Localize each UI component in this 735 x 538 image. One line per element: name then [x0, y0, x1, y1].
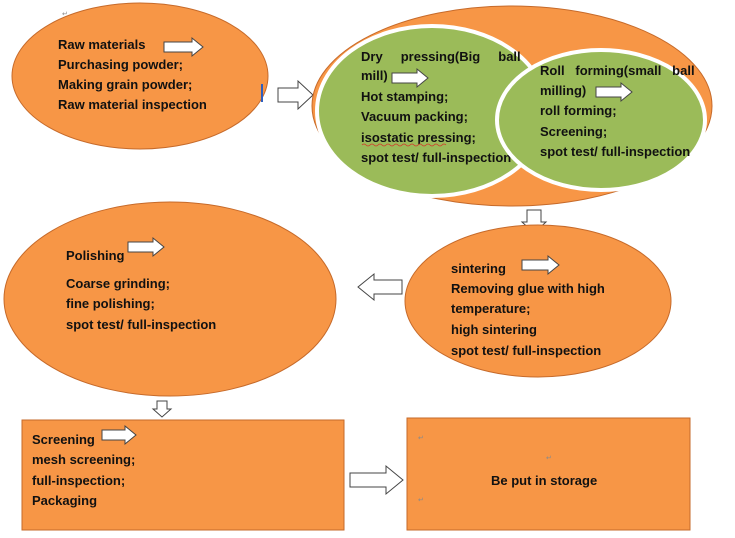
dry-pressing-line-1: Hot stamping;	[361, 89, 448, 104]
polishing-heading-arrow-icon	[127, 236, 165, 258]
raw-materials-line-1: Purchasing powder;	[58, 57, 183, 72]
roll-forming-heading-line-2: milling)	[540, 83, 586, 98]
dry-pressing-line-3: isostatic pressing;	[361, 130, 476, 145]
arrow-sintering-to-polishing-icon	[357, 272, 403, 302]
polishing-line-1: Coarse grinding;	[66, 276, 170, 291]
raw-materials-heading: Raw materials	[58, 37, 145, 52]
roll-forming-line-3: spot test/ full-inspection	[540, 144, 690, 159]
sintering-heading-arrow-icon	[521, 254, 560, 276]
screening-heading-arrow-icon	[101, 424, 137, 446]
polishing-heading: Polishing	[66, 248, 125, 263]
raw-materials-heading-arrow-icon	[163, 36, 204, 58]
node-polishing: Polishing Coarse grinding; fine polishin…	[3, 201, 337, 397]
screening-line-2: full-inspection;	[32, 473, 125, 488]
arrow-screening-to-storage-icon	[349, 464, 404, 496]
paragraph-mark: ↵	[418, 434, 424, 442]
sintering-heading: sintering	[451, 261, 506, 276]
storage-box	[406, 417, 691, 531]
dry-pressing-heading-line-1: Dry pressing(Big ball	[361, 49, 521, 64]
polishing-ellipse	[3, 201, 337, 397]
screening-line-1: mesh screening;	[32, 452, 135, 467]
sintering-line-1: Removing glue with high	[451, 281, 605, 296]
sintering-line-2: temperature;	[451, 301, 530, 316]
paragraph-mark: ↵	[418, 496, 424, 504]
polishing-line-2: fine polishing;	[66, 296, 155, 311]
roll-forming-ellipse	[495, 48, 707, 192]
screening-box	[21, 419, 345, 531]
raw-materials-line-3: Raw material inspection	[58, 97, 207, 112]
roll-forming-line-1: roll forming;	[540, 103, 617, 118]
roll-forming-line-2: Screening;	[540, 124, 607, 139]
text-cursor	[261, 84, 263, 102]
node-roll-forming: Roll forming(small ball milling) roll fo…	[495, 48, 707, 192]
sintering-ellipse	[404, 224, 672, 378]
polishing-line-3: spot test/ full-inspection	[66, 317, 216, 332]
dry-pressing-heading-arrow-icon	[391, 67, 429, 89]
dry-pressing-line-4: spot test/ full-inspection	[361, 150, 511, 165]
paragraph-mark: ↵	[546, 454, 552, 462]
node-sintering: sintering Removing glue with high temper…	[404, 224, 672, 378]
arrow-polishing-to-screening-icon	[151, 400, 173, 418]
storage-heading: Be put in storage	[491, 473, 597, 488]
spellcheck-underline	[361, 143, 447, 147]
screening-heading: Screening	[32, 432, 95, 447]
node-screening: Screening mesh screening; full-inspectio…	[21, 419, 345, 531]
roll-forming-heading-line-1: Roll forming(small ball	[540, 63, 695, 78]
dry-pressing-line-2: Vacuum packing;	[361, 109, 468, 124]
raw-materials-ellipse	[11, 2, 269, 150]
node-storage: ↵ ↵ Be put in storage ↵	[406, 417, 691, 531]
sintering-line-3: high sintering	[451, 322, 537, 337]
node-dry-pressing: Dry pressing(Big ball mill) Hot stamping…	[315, 24, 549, 198]
roll-forming-heading-arrow-icon	[595, 81, 633, 103]
screening-line-3: Packaging	[32, 493, 97, 508]
sintering-line-4: spot test/ full-inspection	[451, 343, 601, 358]
arrow-raw-to-pressing-icon	[277, 79, 314, 111]
raw-materials-line-2: Making grain powder;	[58, 77, 192, 92]
paragraph-mark: ↵	[62, 10, 68, 18]
dry-pressing-heading-line-2: mill)	[361, 68, 388, 83]
node-raw-materials: Raw materials Purchasing powder; Making …	[11, 2, 269, 150]
